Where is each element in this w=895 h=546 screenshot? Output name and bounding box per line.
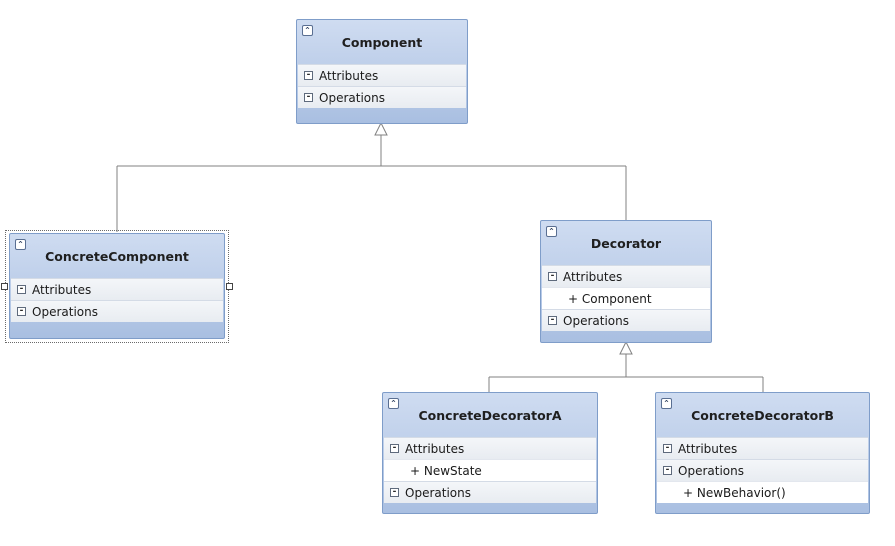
double-chevron-up-icon[interactable]: ⌃: [661, 398, 672, 409]
section-label: Operations: [563, 313, 629, 328]
class-decorator[interactable]: ⌃ Decorator - Attributes + Component - O…: [540, 220, 712, 343]
double-chevron-up-icon[interactable]: ⌃: [15, 239, 26, 250]
attributes-section[interactable]: - Attributes: [11, 278, 223, 300]
attribute-member[interactable]: + Component: [542, 287, 710, 309]
class-header[interactable]: ⌃ Component: [297, 20, 467, 64]
operations-section[interactable]: - Operations: [298, 86, 466, 108]
class-header[interactable]: ⌃ Decorator: [541, 221, 711, 265]
class-name: ConcreteDecoratorB: [691, 407, 834, 423]
attributes-section[interactable]: - Attributes: [384, 437, 596, 459]
minus-box-icon[interactable]: -: [390, 488, 399, 497]
minus-box-icon[interactable]: -: [663, 444, 672, 453]
minus-box-icon[interactable]: -: [548, 272, 557, 281]
minus-box-icon[interactable]: -: [304, 93, 313, 102]
minus-box-icon[interactable]: -: [17, 307, 26, 316]
section-label: Attributes: [319, 68, 379, 83]
class-name: Component: [341, 34, 423, 50]
class-name: Decorator: [590, 235, 662, 251]
minus-box-icon[interactable]: -: [304, 71, 313, 80]
double-chevron-up-icon[interactable]: ⌃: [302, 25, 313, 36]
operations-section[interactable]: - Operations: [11, 300, 223, 322]
member-text: + NewState: [410, 463, 482, 478]
section-label: Operations: [32, 304, 98, 319]
attribute-member[interactable]: + NewState: [384, 459, 596, 481]
class-concrete-component[interactable]: ⌃ ConcreteComponent - Attributes - Opera…: [9, 233, 225, 339]
section-label: Operations: [678, 463, 744, 478]
class-name: ConcreteDecoratorA: [418, 407, 562, 423]
section-label: Operations: [405, 485, 471, 500]
operations-section[interactable]: - Operations: [542, 309, 710, 331]
attributes-section[interactable]: - Attributes: [657, 437, 868, 459]
attributes-section[interactable]: - Attributes: [542, 265, 710, 287]
member-text: + NewBehavior(): [683, 485, 786, 500]
class-component[interactable]: ⌃ Component - Attributes - Operations: [296, 19, 468, 124]
class-header[interactable]: ⌃ ConcreteDecoratorB: [656, 393, 869, 437]
operations-section[interactable]: - Operations: [657, 459, 868, 481]
member-text: + Component: [568, 291, 652, 306]
inheritance-arrow-component: [374, 121, 388, 136]
operations-section[interactable]: - Operations: [384, 481, 596, 503]
minus-box-icon[interactable]: -: [17, 285, 26, 294]
section-label: Attributes: [563, 269, 623, 284]
section-label: Attributes: [405, 441, 465, 456]
class-concrete-decorator-b[interactable]: ⌃ ConcreteDecoratorB - Attributes - Oper…: [655, 392, 870, 514]
double-chevron-up-icon[interactable]: ⌃: [546, 226, 557, 237]
double-chevron-up-icon[interactable]: ⌃: [388, 398, 399, 409]
class-concrete-decorator-a[interactable]: ⌃ ConcreteDecoratorA - Attributes + NewS…: [382, 392, 598, 514]
class-header[interactable]: ⌃ ConcreteDecoratorA: [383, 393, 597, 437]
section-label: Attributes: [32, 282, 92, 297]
section-label: Operations: [319, 90, 385, 105]
minus-box-icon[interactable]: -: [390, 444, 399, 453]
section-label: Attributes: [678, 441, 738, 456]
inheritance-arrow-decorator: [619, 340, 633, 355]
selection-handle-right[interactable]: [226, 283, 233, 290]
attributes-section[interactable]: - Attributes: [298, 64, 466, 86]
minus-box-icon[interactable]: -: [548, 316, 557, 325]
class-header[interactable]: ⌃ ConcreteComponent: [10, 234, 224, 278]
class-name: ConcreteComponent: [45, 248, 189, 264]
operation-member[interactable]: + NewBehavior(): [657, 481, 868, 503]
minus-box-icon[interactable]: -: [663, 466, 672, 475]
selection-handle-left[interactable]: [1, 283, 8, 290]
